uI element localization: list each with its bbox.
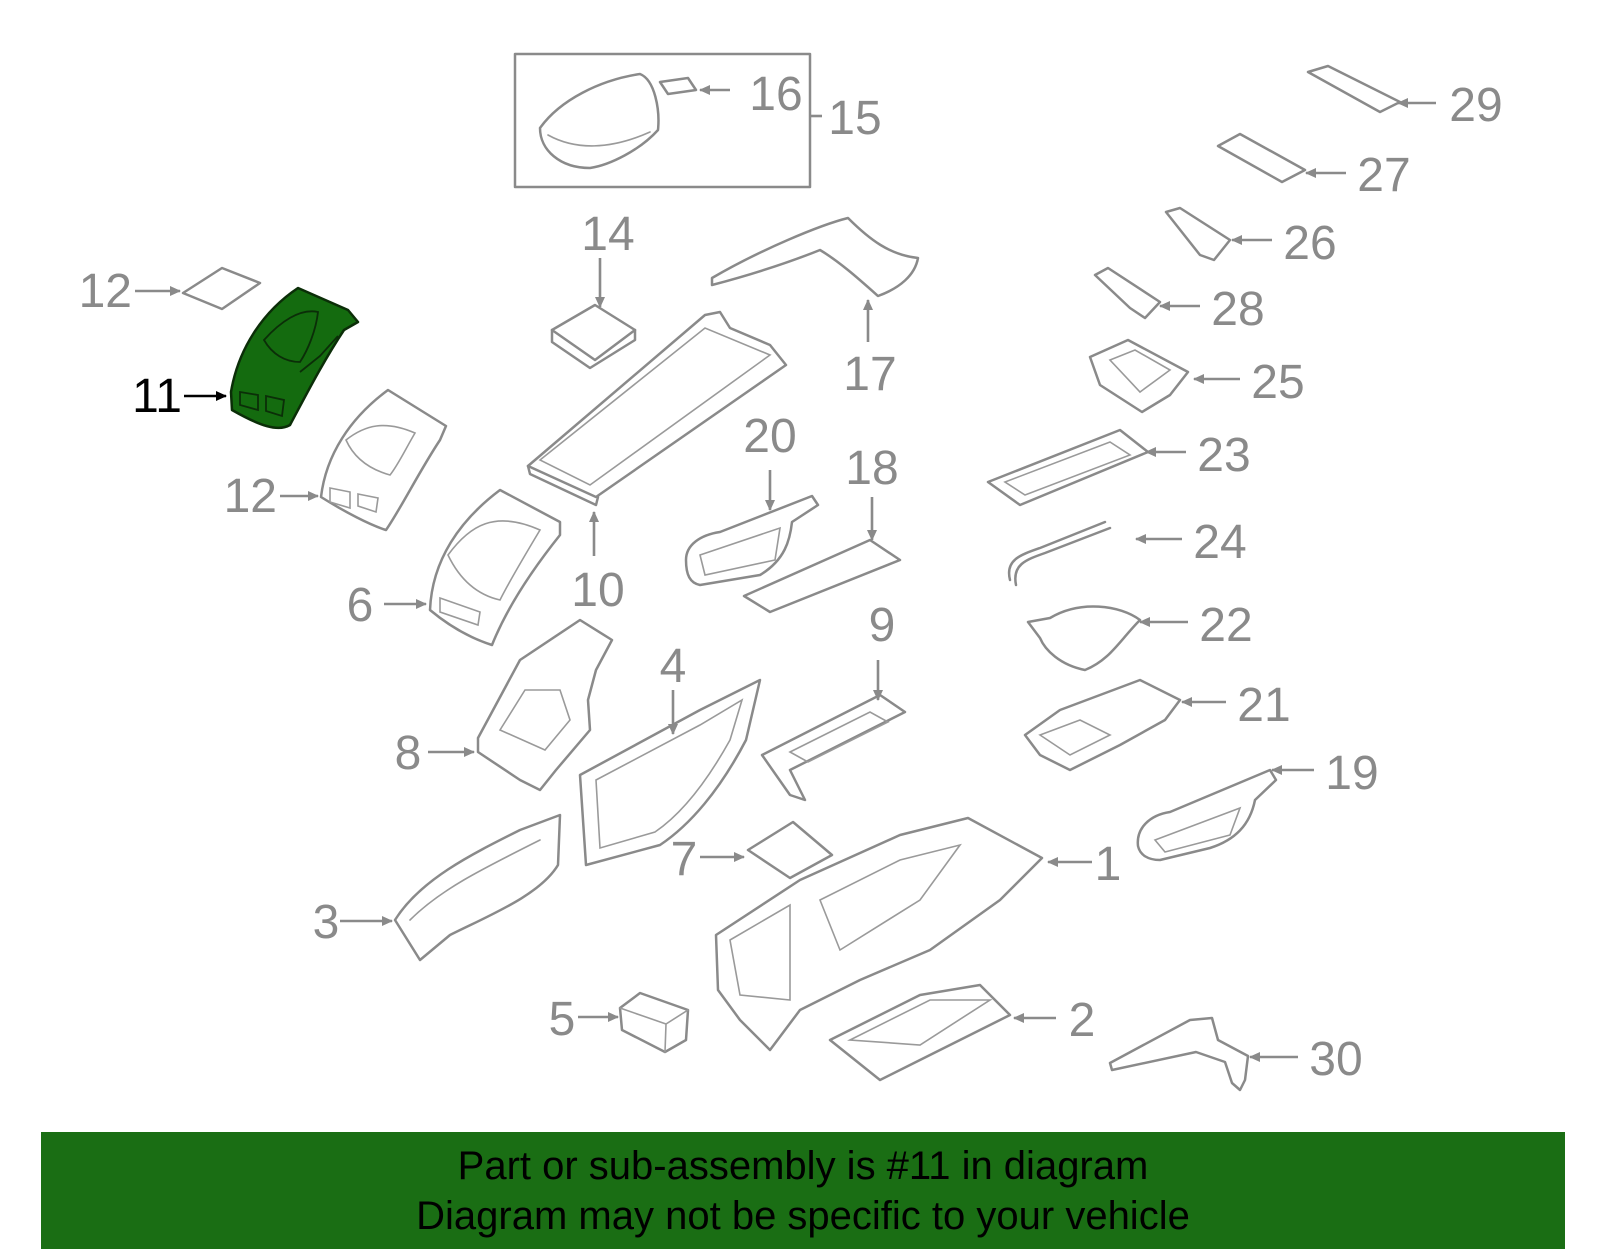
part-9-gate-plate — [760, 693, 907, 802]
callout-14: 14 — [581, 208, 634, 261]
callout-22: 22 — [1199, 599, 1252, 652]
callout-9: 9 — [869, 599, 896, 652]
footer-line-1: Part or sub-assembly is #11 in diagram — [457, 1143, 1149, 1188]
footer-banner: Part or sub-assembly is #11 in diagram D… — [41, 1132, 1565, 1249]
callout-30: 30 — [1309, 1033, 1362, 1086]
callout-7: 7 — [671, 833, 698, 886]
part-3-side-panel — [393, 813, 562, 962]
part-12-bezel-frame — [319, 388, 448, 532]
part-10-console-top — [526, 310, 788, 507]
callout-10: 10 — [571, 564, 624, 617]
callout-27: 27 — [1357, 149, 1410, 202]
kit-outline-box — [513, 52, 812, 189]
part-8-bracket — [476, 618, 614, 792]
callout-6: 6 — [347, 579, 374, 632]
part-27-trim — [1216, 132, 1307, 184]
callout-23: 23 — [1197, 429, 1250, 482]
part-17-upper-trim — [710, 216, 920, 298]
parts-diagram: 12 11 12 14 16 15 17 10 6 8 3 4 20 18 9 … — [79, 52, 1503, 1092]
footer-line-2: Diagram may not be specific to your vehi… — [416, 1193, 1190, 1238]
callout-26: 26 — [1283, 217, 1336, 270]
callout-24: 24 — [1193, 516, 1246, 569]
part-29-trim — [1306, 64, 1402, 114]
part-16-clip — [658, 76, 698, 96]
part-4-side-panel — [578, 678, 762, 867]
part-5-switch — [618, 991, 690, 1054]
armrest-lid-shape — [538, 72, 660, 170]
callout-21: 21 — [1237, 679, 1290, 732]
part-23-tray — [986, 428, 1150, 507]
callout-25: 25 — [1251, 356, 1304, 409]
callout-5: 5 — [549, 993, 576, 1046]
lid-clip-shape — [658, 76, 698, 96]
callout-3: 3 — [313, 896, 340, 949]
callout-4: 4 — [660, 640, 687, 693]
part-19-trim-plate — [1136, 768, 1278, 862]
part-18-strip — [742, 538, 902, 614]
part-11-bezel-highlighted — [229, 286, 360, 430]
part-20-cupholder-frame — [684, 494, 820, 587]
callout-18: 18 — [845, 442, 898, 495]
callout-29: 29 — [1449, 79, 1502, 132]
part-2-floor-bracket — [828, 983, 1012, 1082]
part-13-pad — [181, 266, 262, 311]
callout-17: 17 — [843, 348, 896, 401]
part-7-cover — [746, 820, 834, 880]
part-24-seal — [1007, 520, 1112, 587]
callout-15: 15 — [828, 92, 881, 145]
callout-19: 19 — [1325, 747, 1378, 800]
callout-1: 1 — [1095, 838, 1122, 891]
callout-16: 16 — [749, 68, 802, 121]
part-14-module — [550, 303, 637, 370]
part-1-console-bin — [714, 816, 1044, 1052]
part-28-trim — [1093, 266, 1162, 320]
callout-2: 2 — [1069, 994, 1096, 1047]
part-15-armrest-lid-kit — [513, 52, 812, 189]
part-26-trim — [1164, 206, 1232, 262]
part-21-cupholder-body — [1023, 678, 1182, 772]
callout-20: 20 — [743, 410, 796, 463]
part-25-bracket — [1088, 338, 1190, 414]
callout-12: 12 — [224, 470, 277, 523]
callout-13: 12 — [79, 265, 132, 318]
leader-lines — [135, 85, 1436, 1062]
part-22-cupholder-liner — [1026, 605, 1142, 672]
callout-11: 11 — [132, 370, 182, 423]
callout-labels: 12 11 12 14 16 15 17 10 6 8 3 4 20 18 9 … — [79, 68, 1503, 1086]
part-6-front-trim — [428, 488, 562, 647]
part-30-brace — [1108, 1016, 1250, 1092]
callout-8: 8 — [395, 727, 422, 780]
callout-28: 28 — [1211, 283, 1264, 336]
